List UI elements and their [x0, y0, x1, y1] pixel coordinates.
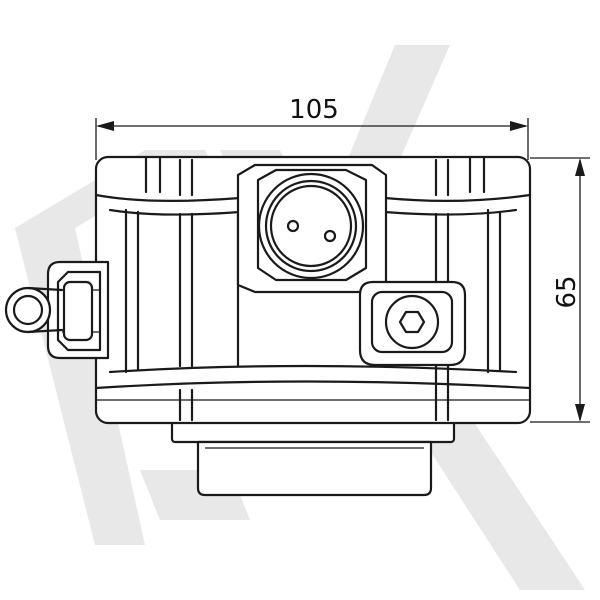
bottom-cylinder — [170, 418, 456, 497]
hex-screw — [358, 280, 467, 367]
connector-pin-left — [286, 219, 300, 233]
connector-pin-right — [323, 229, 337, 243]
height-dimension: 65 — [530, 157, 590, 423]
side-fitting — [4, 260, 110, 360]
connector-housing — [236, 163, 388, 294]
width-dimension-label: 105 — [289, 95, 339, 125]
width-dimension: 105 — [95, 95, 529, 160]
height-dimension-label: 65 — [552, 275, 582, 308]
